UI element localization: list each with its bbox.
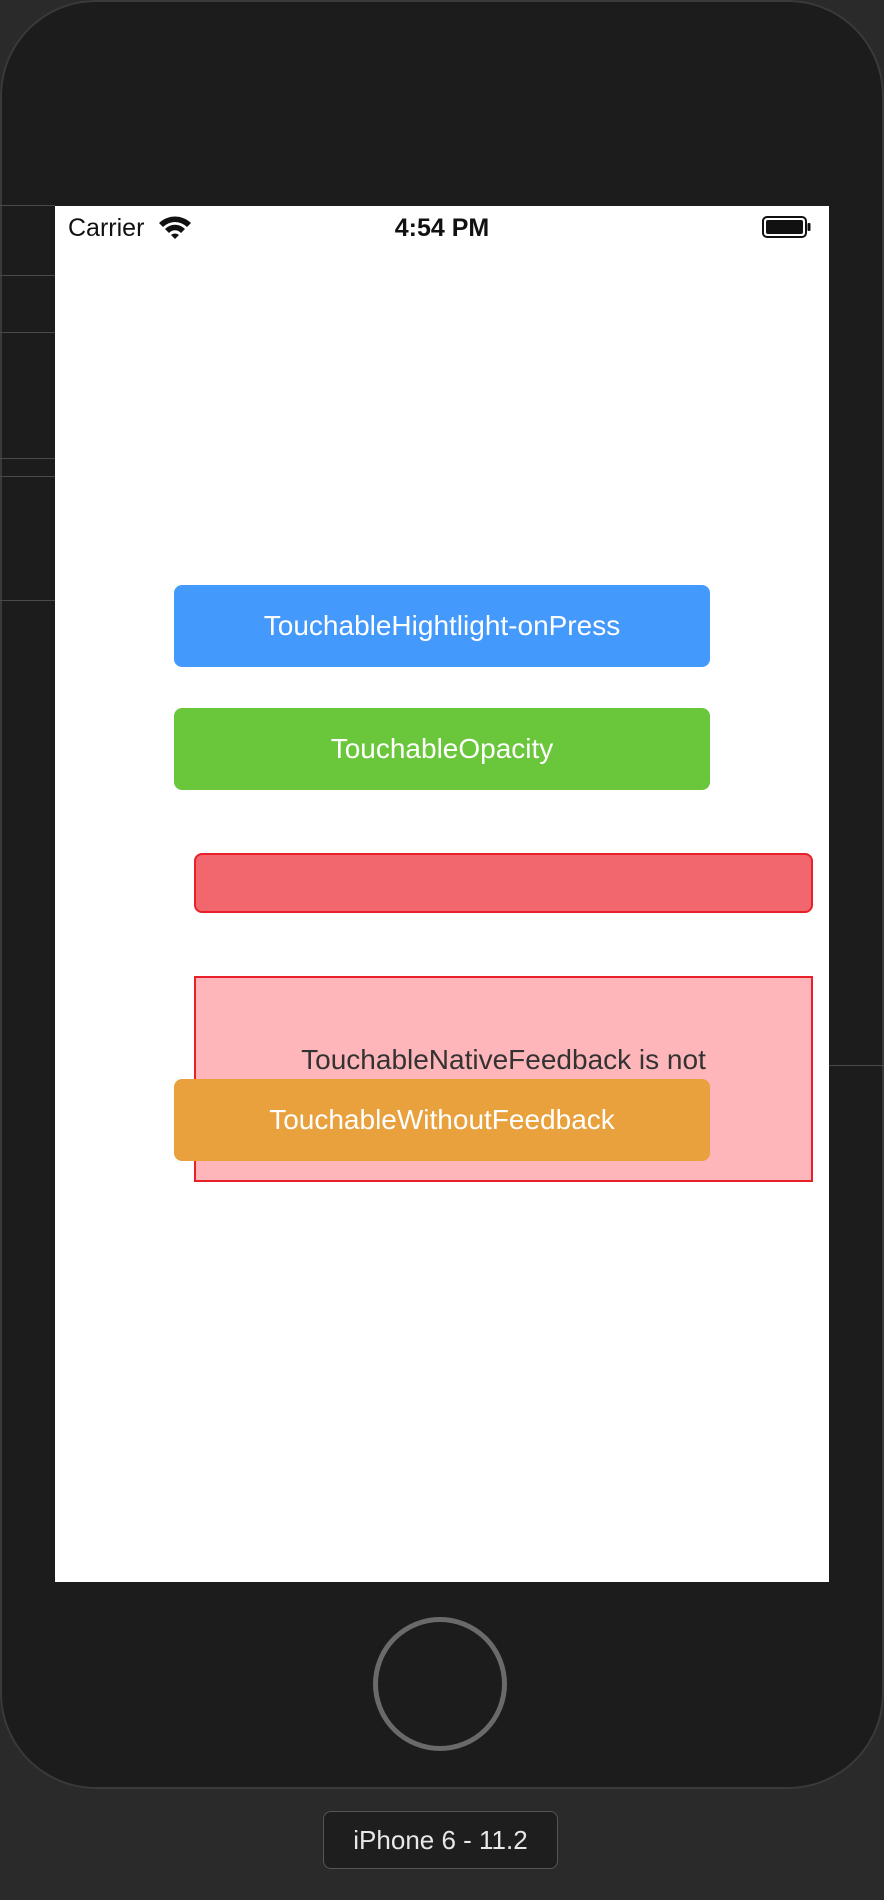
carrier-label: Carrier <box>68 214 145 242</box>
battery-icon <box>762 216 811 238</box>
touchable-highlight-button[interactable]: TouchableHightlight-onPress <box>174 585 710 667</box>
frame-edge-line <box>0 205 55 206</box>
touchable-highlight-label: TouchableHightlight-onPress <box>263 610 621 641</box>
home-button[interactable] <box>373 1617 507 1751</box>
app-screen: Carrier 4:54 PM TouchableHightlight-onPr… <box>55 206 829 1582</box>
status-time: 4:54 PM <box>394 214 490 242</box>
touchable-without-feedback-label: TouchableWithoutFeedback <box>269 1104 615 1135</box>
status-bar: Carrier 4:54 PM <box>55 206 829 248</box>
frame-edge-line <box>0 332 55 333</box>
frame-edge-line <box>829 1065 884 1066</box>
phone-frame: Carrier 4:54 PM TouchableHightlight-onPr… <box>0 0 884 1789</box>
touchable-without-feedback-button[interactable]: TouchableWithoutFeedback <box>174 1079 710 1161</box>
red-touchable-bar[interactable] <box>194 853 813 913</box>
native-feedback-text: TouchableNativeFeedback is not <box>301 1044 706 1075</box>
frame-edge-line <box>0 275 55 276</box>
frame-edge-line <box>0 458 55 459</box>
touchable-opacity-button[interactable]: TouchableOpacity <box>174 708 710 790</box>
device-label: iPhone 6 - 11.2 <box>323 1811 558 1869</box>
frame-edge-line <box>0 476 55 477</box>
touchable-opacity-label: TouchableOpacity <box>330 733 554 764</box>
frame-edge-line <box>0 600 55 601</box>
wifi-icon <box>159 216 191 239</box>
